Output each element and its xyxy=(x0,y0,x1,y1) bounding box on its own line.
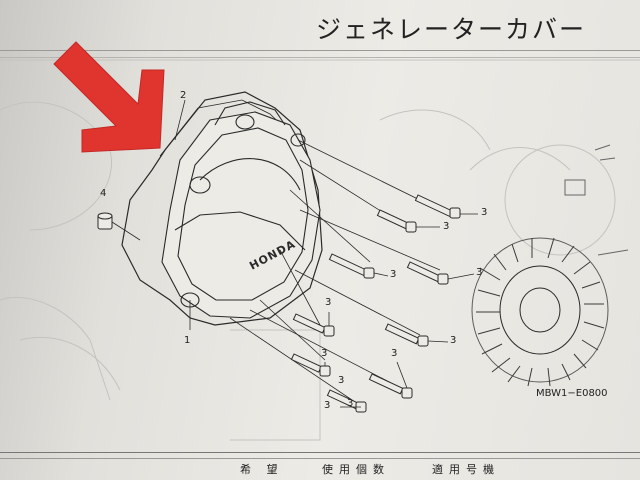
leader-lines xyxy=(111,99,441,403)
footer-divider-secondary xyxy=(0,458,640,459)
page-title: ジェネレーターカバー xyxy=(316,15,587,44)
footer-col-applicable: 適用号機 xyxy=(432,463,500,476)
generator-cover-drawing xyxy=(161,101,321,319)
callout-3-b: 3 xyxy=(443,221,450,232)
dowel-pin-drawing xyxy=(97,212,113,230)
callout-3-k: 3 xyxy=(347,398,354,409)
callout-3-f: 3 xyxy=(450,335,457,346)
footer-col-desired: 希 望 xyxy=(240,463,284,476)
bolt-5 xyxy=(292,313,335,337)
bolt-7 xyxy=(290,353,331,377)
bolt-2 xyxy=(376,209,417,233)
figure-code: MBW1−E0800 xyxy=(536,388,608,399)
faint-background-drawing xyxy=(0,59,640,441)
callout-3-i: 3 xyxy=(338,375,345,386)
callout-3-e: 3 xyxy=(325,297,332,308)
red-arrow-icon xyxy=(53,41,165,153)
bolt-3 xyxy=(328,253,375,279)
callout-1: 1 xyxy=(184,335,191,346)
callout-4: 4 xyxy=(100,188,107,199)
bolt-6 xyxy=(384,323,429,347)
bolt-1 xyxy=(414,194,461,219)
stator-coil-drawing xyxy=(471,144,629,387)
callout-2: 2 xyxy=(180,90,187,101)
title-divider xyxy=(0,50,640,51)
bolt-4 xyxy=(406,261,449,285)
bolt-8 xyxy=(368,373,413,399)
footer-divider xyxy=(0,452,640,453)
footer-col-quantity: 使用個数 xyxy=(322,463,390,476)
callout-ticks xyxy=(324,213,478,408)
callout-3-g: 3 xyxy=(321,348,328,359)
callout-3-c: 3 xyxy=(390,269,397,280)
callout-3-d: 3 xyxy=(476,267,483,278)
callout-3-a: 3 xyxy=(481,207,488,218)
title-divider-secondary xyxy=(0,57,640,58)
callout-3-j: 3 xyxy=(324,400,331,411)
callout-3-h: 3 xyxy=(391,348,398,359)
